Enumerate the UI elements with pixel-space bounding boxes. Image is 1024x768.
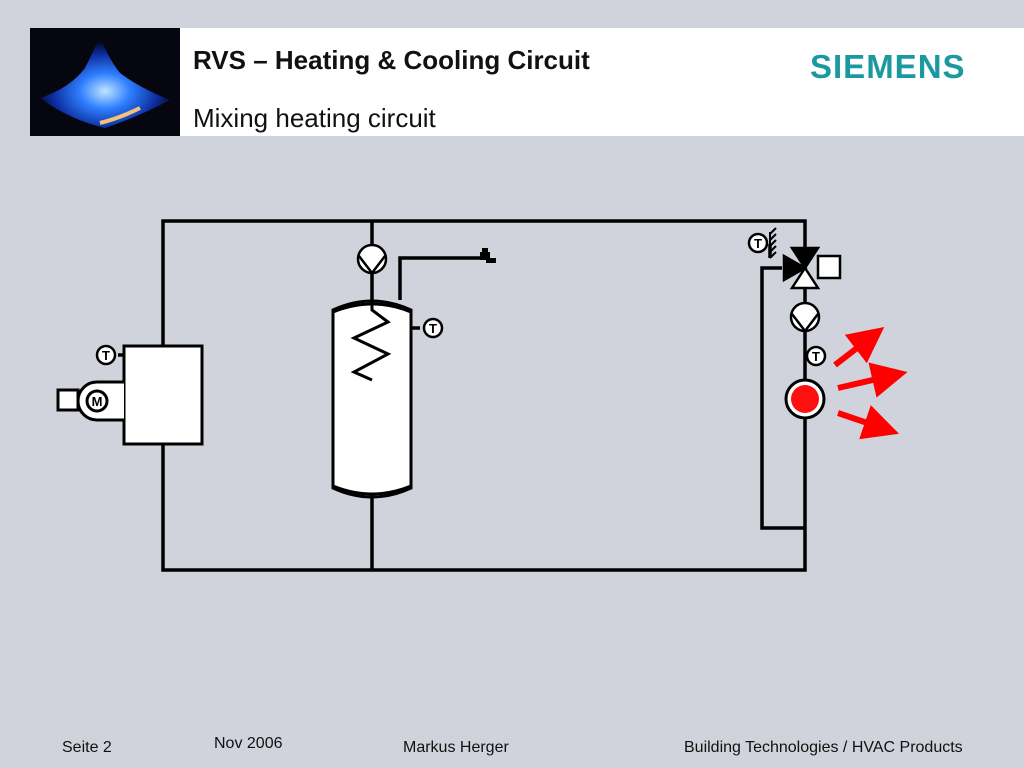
heating-circuit-pump-icon: [789, 301, 821, 334]
mixing-valve-icon: [782, 246, 842, 290]
footer-author: Markus Herger: [403, 739, 509, 756]
boiler-temperature-sensor-icon: T: [95, 344, 117, 366]
radiator-icon: [784, 378, 826, 420]
motor-label: M: [92, 394, 103, 409]
siemens-logo: SIEMENS: [810, 48, 966, 85]
storage-tank: [331, 299, 413, 499]
header-bar: [30, 28, 1024, 136]
sensor-label-boiler: T: [102, 348, 110, 363]
tank-temperature-sensor-icon: T: [422, 317, 444, 339]
footer-page: Seite 2: [62, 739, 112, 756]
boiler: [122, 344, 204, 446]
heat-arrow-lower: [837, 405, 900, 440]
sensor-label-thermostat: T: [754, 236, 762, 251]
storage-charging-pump-icon: [356, 243, 388, 276]
domestic-tap-icon: [480, 248, 496, 263]
heat-output-arrows: [833, 327, 908, 440]
flow-temperature-sensor-icon: T: [805, 345, 827, 367]
sensor-label-tank: T: [429, 321, 437, 336]
slide-subtitle: Mixing heating circuit: [193, 103, 436, 133]
sensor-label-flow: T: [812, 349, 820, 364]
thermostat-hatch-icon: [769, 227, 777, 259]
footer-department: Building Technologies / HVAC Products: [684, 739, 963, 756]
heat-arrow-upper: [833, 327, 885, 368]
heat-arrow-middle: [837, 362, 908, 398]
pipe-network: [118, 219, 807, 572]
flame-image: [30, 28, 180, 136]
footer-date: Nov 2006: [214, 735, 283, 752]
thermostat-temperature-sensor-icon: T: [747, 232, 769, 254]
burner-motor: [56, 380, 124, 422]
slide-title: RVS – Heating & Cooling Circuit: [193, 45, 590, 75]
